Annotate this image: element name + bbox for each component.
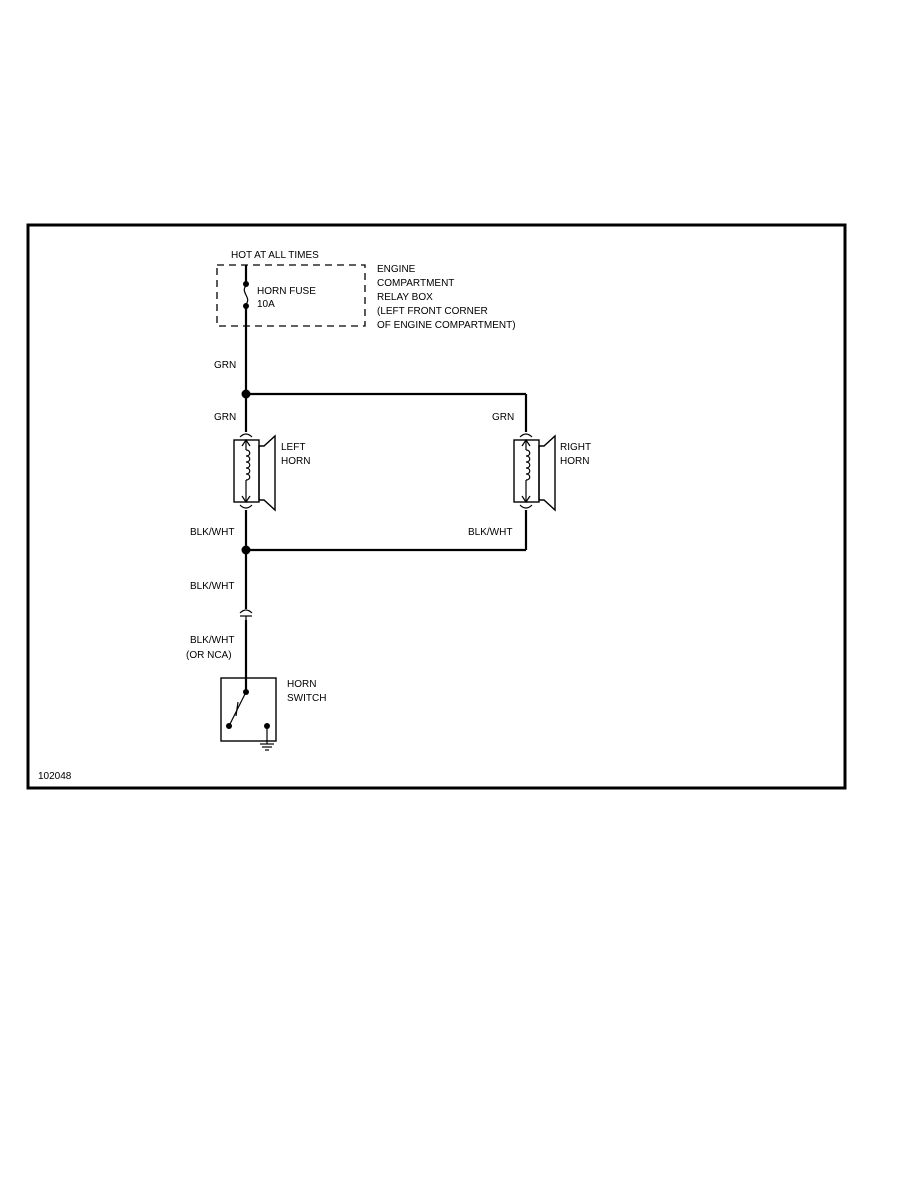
- right-horn-icon: [513, 433, 556, 512]
- horn-switch-icon: [220, 677, 277, 742]
- inline-connector-icon: [239, 609, 253, 620]
- fuse-rating: 10A: [257, 299, 275, 310]
- horn-switch-label: HORN SWITCH: [287, 679, 326, 704]
- wire-label-left-out: BLK/WHT: [190, 527, 234, 538]
- left-horn-icon: [233, 433, 276, 512]
- wire-label-to-switch: BLK/WHT (OR NCA): [186, 635, 237, 661]
- figure-id: 102048: [38, 771, 72, 782]
- power-label: HOT AT ALL TIMES: [231, 250, 319, 261]
- wire-label-to-connector: BLK/WHT: [190, 581, 234, 592]
- fuse-icon: [243, 265, 249, 309]
- right-horn-label: RIGHT HORN: [560, 442, 594, 467]
- ground-icon: [260, 741, 274, 751]
- wire-label-left-in: GRN: [214, 412, 236, 423]
- relay-box-label: ENGINE COMPARTMENT RELAY BOX (LEFT FRONT…: [377, 264, 516, 331]
- wire-label-fuse-out: GRN: [214, 360, 236, 371]
- wire-label-right-in: GRN: [492, 412, 514, 423]
- left-horn-label: LEFT HORN: [281, 442, 310, 467]
- relay-box: [216, 264, 366, 327]
- diagram-frame: [26, 223, 847, 790]
- wire-label-right-out: BLK/WHT: [468, 527, 512, 538]
- fuse-name: HORN FUSE: [257, 286, 316, 297]
